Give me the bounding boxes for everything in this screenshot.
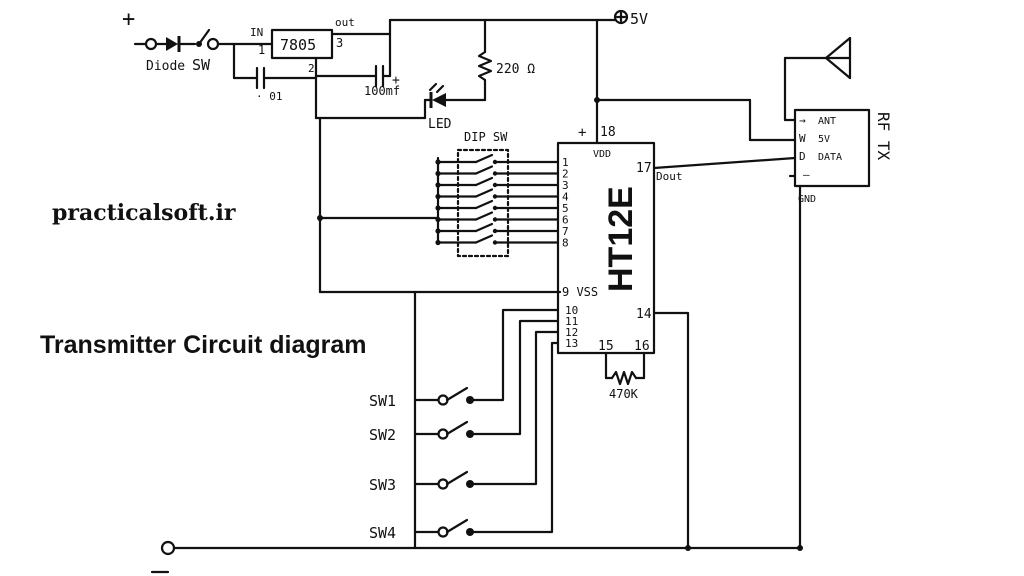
chip-address-pin-label: 1 — [562, 156, 569, 169]
diode-label: Diode — [146, 59, 185, 74]
vcc-label: 5V — [630, 10, 648, 28]
oscillator-resistor — [604, 351, 646, 386]
chip-address-pin-label: 3 — [562, 179, 569, 192]
output-capacitor: + — [314, 18, 400, 88]
regulator-pin2: 2 — [308, 62, 315, 75]
oscillator-resistor-label: 470K — [609, 387, 639, 401]
chip-address-pin-label: 4 — [562, 191, 569, 204]
output-cap-label: 100mf — [364, 84, 400, 98]
ground-terminal — [150, 540, 176, 574]
push-switch-4: SW4 — [369, 341, 560, 542]
push-switch-1: SW1 — [369, 308, 560, 410]
chip-pin14: 14 — [636, 307, 652, 322]
rf-ant-label: ANT — [818, 116, 836, 127]
dip-switch-row — [435, 153, 560, 165]
push-switch-label: SW4 — [369, 524, 396, 542]
rf-pin-data: D — [799, 150, 806, 163]
diode-symbol — [154, 36, 197, 52]
led-resistor — [477, 18, 493, 102]
chip-data-pin-label: 13 — [565, 337, 578, 350]
chip-data-pin-label: 12 — [565, 326, 578, 339]
chip-address-pin-label: 5 — [562, 202, 569, 215]
regulator-pin1: 1 — [258, 43, 265, 57]
regulator-pin3: 3 — [336, 36, 343, 50]
rf-pin-gnd: – — [803, 168, 810, 181]
chip-address-pin-label: 8 — [562, 237, 569, 250]
chip-pin18: 18 — [600, 125, 616, 140]
rf-5v-label: 5V — [818, 134, 830, 145]
rf-pin-5v: W — [799, 132, 806, 145]
dip-switch-row — [435, 176, 560, 188]
push-switch-label: SW1 — [369, 392, 396, 410]
dip-switch-row — [435, 222, 560, 234]
chip-pin15: 15 — [598, 339, 614, 354]
chip-address-pin-label: 2 — [562, 168, 569, 181]
dip-switch-row — [435, 165, 560, 177]
led-resistor-label: 220 Ω — [496, 62, 535, 77]
chip-vdd-label: VDD — [593, 149, 611, 160]
rf-module-label: RF TX — [874, 112, 893, 161]
input-terminal — [133, 37, 158, 51]
chip-address-pin-label: 6 — [562, 214, 569, 227]
chip-plus-label: + — [578, 125, 586, 141]
chip-data-pin-label: 10 — [565, 304, 578, 317]
rf-tx-module: ANT 5V DATA → W D – GND — [793, 108, 871, 205]
dip-label: DIP SW — [464, 130, 508, 144]
led-symbol — [423, 82, 487, 108]
chip-pin16: 16 — [634, 339, 650, 354]
dip-switch-row — [435, 234, 560, 246]
diagram-title: Transmitter Circuit diagram — [40, 331, 366, 359]
regulator-name: 7805 — [280, 36, 316, 54]
regulator-7805: 7805 IN out 1 3 2 — [250, 16, 355, 75]
vcc-terminal — [613, 9, 629, 25]
rf-data-label: DATA — [818, 152, 842, 163]
svg-text:+: + — [392, 73, 400, 88]
power-switch — [196, 28, 274, 51]
dip-switch-row — [435, 211, 560, 223]
chip-pin17: 17 — [636, 161, 652, 176]
input-cap-label: · 01 — [256, 90, 283, 103]
switch-label: SW — [192, 56, 211, 74]
dip-switch-row — [435, 199, 560, 211]
chip-address-pin-label: 7 — [562, 225, 569, 238]
dip-switch-row — [435, 188, 560, 200]
rf-pin-ant: → — [799, 114, 806, 127]
antenna-icon — [783, 36, 852, 122]
dout-wire — [652, 156, 797, 170]
input-capacitor — [232, 42, 318, 90]
regulator-out-label: out — [335, 16, 355, 29]
rf-gnd-label: GND — [798, 194, 816, 205]
led-label: LED — [428, 117, 452, 132]
dip-switch — [435, 148, 560, 258]
push-switch-label: SW3 — [369, 476, 396, 494]
push-switch-3: SW3 — [369, 330, 560, 494]
chip-dout-label: Dout — [656, 170, 683, 183]
chip-data-pin-label: 11 — [565, 315, 578, 328]
regulator-in-label: IN — [250, 26, 263, 39]
chip-name: HT12E — [602, 186, 640, 292]
supply-plus-label: + — [122, 7, 135, 32]
push-switch-label: SW2 — [369, 426, 396, 444]
chip-pin9: 9 VSS — [562, 285, 598, 299]
push-switch-2: SW2 — [369, 319, 560, 444]
brand-watermark: practicalsoft.ir — [52, 200, 236, 226]
